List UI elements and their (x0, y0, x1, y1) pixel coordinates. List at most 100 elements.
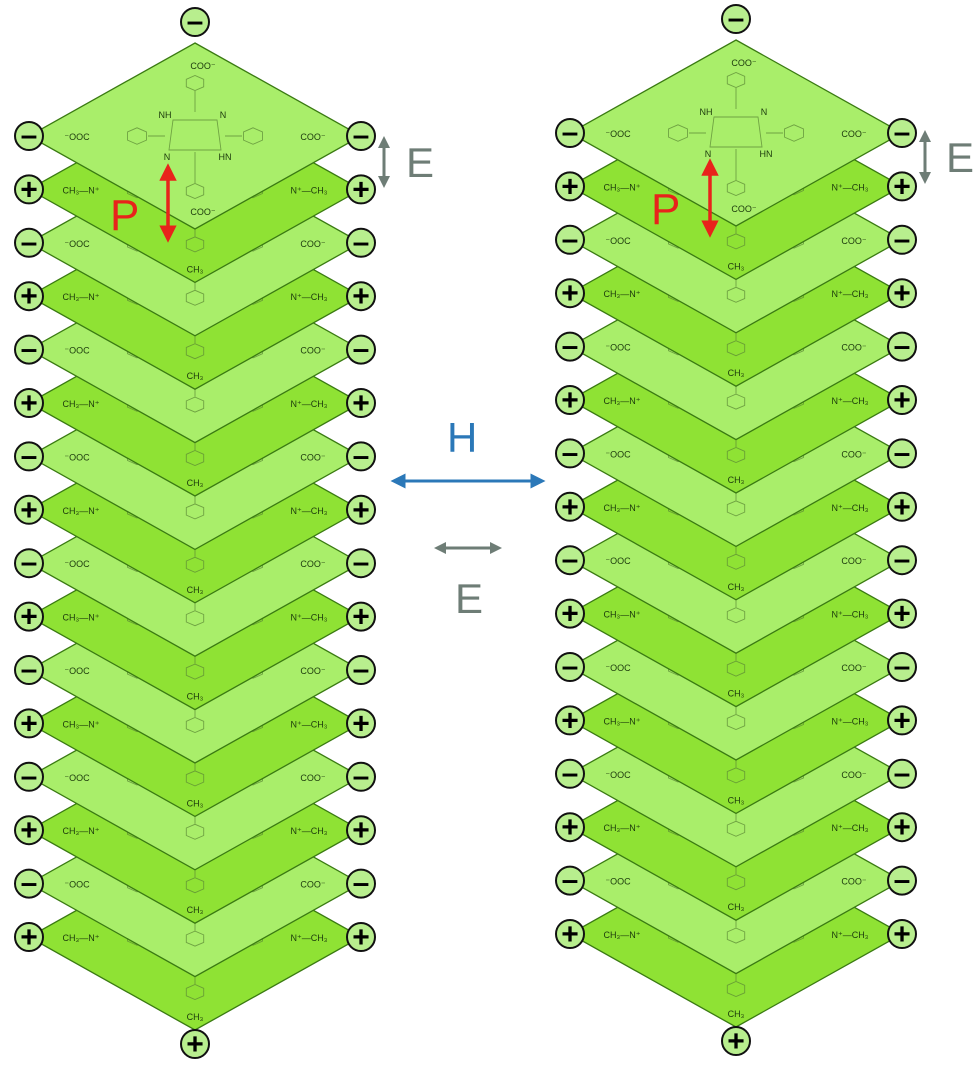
hn-label: HN (760, 149, 773, 159)
svg-text:–: – (894, 436, 911, 469)
charge-anion-right: – (887, 330, 917, 363)
svg-text:+: + (561, 277, 579, 310)
pyridinium-right-label: N⁺—CH₃ (832, 716, 869, 726)
pyridinium-left-label: CH₃—N⁺ (604, 289, 641, 299)
svg-text:–: – (353, 653, 370, 686)
charge-cation-right: + (887, 598, 917, 631)
charge-cation-right: + (346, 280, 376, 313)
svg-text:–: – (562, 864, 579, 897)
svg-text:+: + (893, 918, 911, 951)
svg-text:–: – (21, 653, 38, 686)
benzene-ring (185, 343, 205, 360)
charge-cation-left: + (14, 494, 44, 527)
svg-text:+: + (352, 601, 370, 634)
charge-cation-left: + (555, 491, 585, 524)
pyridinium-left-label: CH₃—N⁺ (604, 716, 641, 726)
nh-label: NH (700, 107, 713, 117)
pyridinium-right-label: N⁺—CH₃ (291, 613, 328, 623)
charge-cation-left: + (14, 601, 44, 634)
charge-anion-left: – (14, 119, 44, 152)
benzene-ring (185, 717, 205, 733)
carboxylate-right-label: COO⁻ (300, 346, 326, 356)
svg-text:+: + (186, 1028, 204, 1061)
svg-text:–: – (562, 116, 579, 149)
carboxylate-left-label: ⁻OOC (64, 346, 90, 356)
charge-anion-left: – (555, 436, 585, 469)
svg-text:–: – (894, 757, 911, 790)
charge-anion-left: – (14, 653, 44, 686)
n-label: N (164, 152, 171, 162)
charge-cation-right: + (346, 921, 376, 954)
pyridinium-left-label: CH₃—N⁺ (63, 719, 100, 729)
benzene-ring (726, 72, 746, 88)
charge-cation-left: + (14, 173, 44, 206)
benzene-ring (726, 233, 746, 250)
svg-text:–: – (562, 436, 579, 469)
pyridinium-right-label: N⁺—CH₃ (291, 292, 328, 302)
charge-anion-left: – (555, 864, 585, 897)
methyl-label: CH₃ (187, 371, 204, 381)
carboxylate-right-label: COO⁻ (841, 877, 867, 887)
charge-anion-right: – (887, 757, 917, 790)
svg-text:–: – (353, 867, 370, 900)
pyridinium-right-label: N⁺—CH₃ (291, 826, 328, 836)
svg-text:+: + (561, 170, 579, 203)
charge-cation-right: + (887, 918, 917, 951)
pyrrole-core (168, 119, 222, 151)
pyridinium-left-label: CH₃—N⁺ (63, 826, 100, 836)
charge-anion-right: – (346, 333, 376, 366)
left-stack: CH₃—N⁺ N⁺—CH₃ CH₃ + + + + ⁻OOC COO⁻ – – – CH₃—N⁺ N⁺—C… (14, 5, 376, 1061)
svg-text:–: – (21, 119, 38, 152)
svg-text:–: – (353, 760, 370, 793)
nh-label: NH (159, 110, 172, 120)
center-field-label: E (455, 575, 483, 622)
methyl-label: CH₃ (728, 475, 745, 485)
pyridinium-left-label: CH₃—N⁺ (604, 182, 641, 192)
methyl-label: CH₃ (728, 582, 745, 592)
benzene-ring (185, 770, 205, 787)
charge-cation-right: + (346, 601, 376, 634)
charge-anion-left: – (14, 546, 44, 579)
pyridinium-right-label: N⁺—CH₃ (291, 506, 328, 516)
charge-anion-right: – (346, 119, 376, 152)
carboxylate-left-label: ⁻OOC (64, 452, 90, 462)
svg-text:–: – (894, 864, 911, 897)
charge-cation-right: + (346, 707, 376, 740)
left-field-label: E (406, 139, 434, 186)
charge-cation-left: + (555, 598, 585, 631)
charge-anion-right: – (887, 864, 917, 897)
carboxylate-left-label: ⁻OOC (64, 666, 90, 676)
benzene-ring (185, 877, 205, 894)
carboxylate-left-label: ⁻OOC (64, 773, 90, 783)
charge-cation-right: + (887, 491, 917, 524)
svg-text:–: – (353, 439, 370, 472)
svg-text:+: + (352, 494, 370, 527)
pyridinium-right-label: N⁺—CH₃ (291, 399, 328, 409)
charge-cation-right: + (887, 811, 917, 844)
pyridinium-left-label: CH₃—N⁺ (63, 292, 100, 302)
charge-anion-right: – (346, 546, 376, 579)
pyridinium-left-label: CH₃—N⁺ (63, 613, 100, 623)
charge-cation-left: + (555, 170, 585, 203)
svg-text:+: + (352, 814, 370, 847)
benzene-ring (726, 180, 746, 196)
charge-anion-right: – (346, 439, 376, 472)
svg-text:+: + (561, 704, 579, 737)
methyl-label: CH₃ (187, 798, 204, 808)
pyridinium-left-label: CH₃—N⁺ (604, 396, 641, 406)
benzene-ring (726, 447, 746, 463)
svg-text:–: – (562, 223, 579, 256)
svg-text:+: + (20, 921, 38, 954)
svg-text:+: + (352, 280, 370, 313)
benzene-ring (726, 553, 746, 570)
porphyrin-plate (27, 42, 363, 230)
charge-cation-left: + (14, 814, 44, 847)
carboxylate-left-label: ⁻OOC (605, 343, 631, 353)
svg-text:–: – (21, 867, 38, 900)
carboxylate-left-label: ⁻OOC (605, 449, 631, 459)
carboxylate-right-label: COO⁻ (841, 129, 867, 139)
right-stack: CH₃—N⁺N⁺—CH₃CH₃++++⁻OOCCOO⁻–––CH₃—N⁺N⁺—C… (555, 2, 917, 1058)
svg-text:+: + (893, 491, 911, 524)
